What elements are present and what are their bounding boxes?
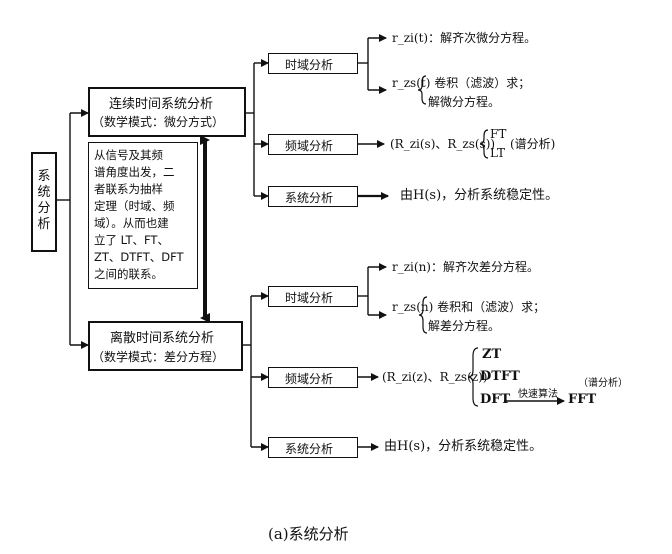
discrete-zs-text-2: 解差分方程。 bbox=[428, 319, 501, 333]
discrete-freq-domain-box bbox=[268, 367, 358, 388]
root-system-analysis-box bbox=[31, 152, 57, 252]
continuous-analysis-box bbox=[88, 87, 246, 137]
discrete-analysis-subtitle: （数学模式：差分方程） bbox=[92, 350, 225, 364]
discrete-system-label: 系统分析 bbox=[285, 442, 334, 456]
continuous-zs-text-2: 解微分方程。 bbox=[428, 95, 501, 109]
continuous-system-box bbox=[268, 186, 358, 207]
discrete-system-box bbox=[268, 437, 358, 458]
description-line-5: 域）。从而也建 bbox=[94, 216, 169, 230]
discrete-freq-expr: (R_zi(z)、R_zs(z)) bbox=[382, 370, 488, 384]
discrete-time-domain-label: 时域分析 bbox=[285, 291, 334, 305]
continuous-freq-expr: (R_zi(s)、R_zs(s)) bbox=[390, 137, 496, 151]
continuous-lt: LT bbox=[490, 146, 505, 160]
discrete-fast-algorithm: 快速算法 bbox=[518, 389, 558, 400]
description-line-7: ZT、DTFT、DFT bbox=[94, 250, 184, 264]
description-line-6: 立了 LT、FT、 bbox=[94, 233, 169, 247]
discrete-system-text: 由H(s)，分析系统稳定性。 bbox=[384, 439, 543, 454]
continuous-zi-text: r_zi(t)：解齐次微分方程。 bbox=[392, 31, 537, 45]
continuous-zs-text-1: r_zs(t) 卷积（滤波）求； bbox=[392, 76, 531, 90]
continuous-spectrum: (谱分析) bbox=[510, 137, 556, 151]
description-line-2: 谱角度出发，二 bbox=[94, 165, 175, 179]
discrete-analysis-title: 离散时间系统分析 bbox=[110, 331, 215, 346]
continuous-ft: FT bbox=[490, 127, 507, 141]
discrete-zs-text-1: r_zs(n) 卷积和（滤波）求； bbox=[392, 300, 546, 314]
continuous-time-domain-label: 时域分析 bbox=[285, 58, 334, 72]
figure-caption: (a)系统分析 bbox=[268, 525, 349, 543]
description-line-1: 从信号及其频 bbox=[94, 148, 163, 162]
discrete-analysis-box bbox=[88, 321, 243, 371]
continuous-time-domain-box bbox=[268, 53, 358, 74]
discrete-fft: FFT bbox=[568, 392, 597, 407]
continuous-system-label: 系统分析 bbox=[285, 191, 334, 205]
continuous-freq-domain-box bbox=[268, 134, 358, 155]
discrete-spectrum: （谱分析） bbox=[578, 378, 628, 389]
continuous-system-text: 由H(s)，分析系统稳定性。 bbox=[400, 188, 559, 203]
root-system-analysis-label: 系统分析 bbox=[37, 169, 51, 232]
description-line-8: 之间的联系。 bbox=[94, 267, 163, 281]
description-line-3: 者联系为抽样 bbox=[94, 182, 163, 196]
description-line-4: 定理（时域、频 bbox=[94, 199, 175, 213]
discrete-dtft: DTFT bbox=[480, 369, 520, 384]
discrete-zi-text: r_zi(n)：解齐次差分方程。 bbox=[392, 260, 539, 274]
continuous-analysis-title: 连续时间系统分析 bbox=[109, 97, 214, 112]
continuous-freq-domain-label: 频域分析 bbox=[285, 139, 334, 153]
discrete-time-domain-box bbox=[268, 286, 358, 307]
discrete-zt: ZT bbox=[482, 347, 502, 362]
description-box bbox=[88, 142, 198, 289]
continuous-analysis-subtitle: （数学模式：微分方式） bbox=[92, 115, 225, 129]
discrete-freq-domain-label: 频域分析 bbox=[285, 372, 334, 386]
discrete-dft: DFT bbox=[480, 392, 511, 407]
